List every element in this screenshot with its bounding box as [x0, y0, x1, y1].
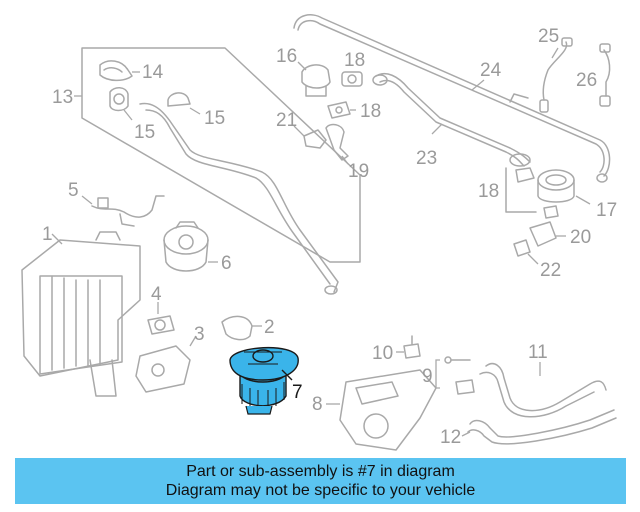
callout-5: 5: [68, 180, 79, 201]
callout-11: 11: [528, 342, 548, 363]
callout-3: 3: [194, 324, 205, 345]
callout-2: 2: [264, 317, 275, 338]
part-18-gasket-mid: [327, 101, 356, 119]
callout-14: 14: [142, 62, 164, 83]
callout-6: 6: [221, 253, 232, 274]
callout-12: 12: [440, 427, 461, 448]
part-22-bracket: [513, 239, 539, 265]
group-box-13: [81, 47, 361, 263]
part-16-valve: [297, 61, 331, 97]
callout-9: 9: [422, 366, 433, 387]
part-5-harness: [81, 195, 165, 227]
callout-8: 8: [312, 394, 323, 415]
banner-line-part: Part or sub-assembly is #7 in diagram: [186, 463, 455, 480]
callout-18-mid: 18: [360, 101, 381, 122]
callout-1: 1: [42, 224, 53, 245]
callout-19: 19: [348, 161, 369, 182]
part-8-bracket: [326, 369, 437, 451]
callout-7: 7: [292, 382, 303, 403]
callout-21: 21: [276, 110, 297, 131]
part-6-purge-valve: [163, 221, 218, 272]
part-20-bracket: [529, 221, 566, 247]
part-10-bolt: [396, 335, 421, 359]
part-9-grommets: [435, 356, 475, 395]
part-24-pipe: [293, 14, 611, 183]
part-11-hose: [479, 362, 607, 418]
part-18-gasket-right: [505, 167, 559, 219]
part-4-valve: [147, 302, 175, 335]
part-17-valve: [537, 169, 591, 205]
part-15-clamp-left: [109, 87, 133, 121]
part-13-hose: [139, 102, 339, 293]
part-1-canister: [21, 231, 141, 397]
part-12-hose: [461, 409, 617, 445]
part-15-clamp-right: [167, 92, 201, 115]
callout-10: 10: [372, 343, 393, 364]
parts-diagram: 1 2 3 4 5 6 7 8 9 10 11 12 13 14 15 15 1…: [21, 14, 617, 451]
callout-22: 22: [540, 260, 561, 281]
callout-23: 23: [416, 148, 437, 169]
banner-line-disclaimer: Diagram may not be specific to your vehi…: [165, 482, 476, 499]
part-14-hose: [99, 60, 140, 82]
callout-15-right: 15: [204, 108, 225, 129]
part-26-sensor: [599, 43, 611, 107]
part-2-hose: [221, 315, 262, 341]
part-21-bracket: [293, 125, 327, 149]
part-23-pipe: [372, 72, 531, 167]
callout-24: 24: [480, 60, 502, 81]
callout-25: 25: [538, 26, 559, 47]
callout-13: 13: [52, 87, 73, 108]
callout-26: 26: [576, 70, 597, 91]
callout-18-right: 18: [478, 181, 499, 202]
callout-16: 16: [276, 46, 297, 67]
callout-18-top: 18: [344, 50, 365, 71]
callout-17: 17: [596, 200, 617, 221]
info-banner: Part or sub-assembly is #7 in diagram Di…: [15, 458, 626, 504]
part-18-gasket-top: [341, 71, 363, 87]
part-3-bracket: [135, 335, 197, 393]
part-7-air-pump[interactable]: [229, 347, 299, 415]
callout-4: 4: [151, 284, 162, 305]
part-19-bracket: [325, 123, 349, 165]
part-25-sensor: [539, 37, 573, 113]
callout-15-left: 15: [134, 122, 155, 143]
callout-20: 20: [570, 227, 591, 248]
